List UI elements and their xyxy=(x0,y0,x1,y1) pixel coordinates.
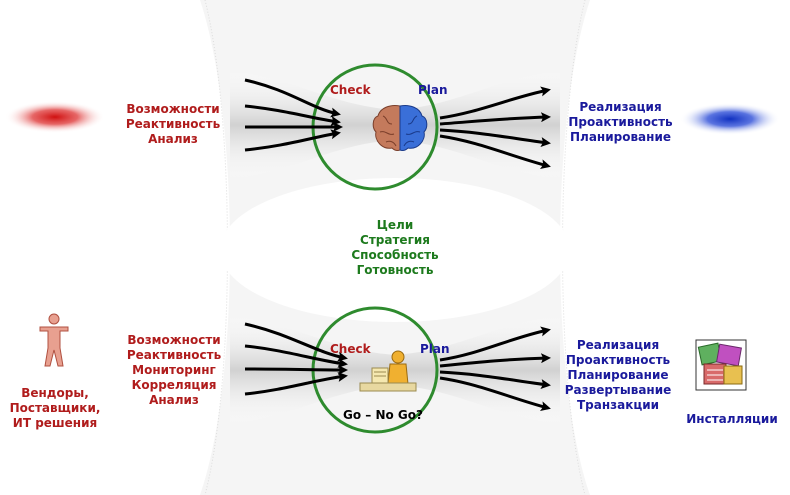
middle-label: Готовность xyxy=(356,263,434,277)
bottom-right-label: Развертывание xyxy=(564,383,672,397)
top-right-labels: Реализация Проактивность Планирование xyxy=(558,100,683,145)
top-check-label: Check xyxy=(330,83,371,97)
vendors-label: ИТ решения xyxy=(12,416,98,430)
top-input-arrows xyxy=(244,78,343,152)
top-left-label: Реактивность xyxy=(125,117,221,131)
middle-labels: Цели Стратегия Способность Готовность xyxy=(335,218,455,278)
red-glow-blob xyxy=(5,101,105,133)
top-left-label: Анализ xyxy=(148,132,198,146)
top-right-label: Планирование xyxy=(570,130,671,144)
bottom-output-arrows xyxy=(439,326,551,412)
bottom-left-label: Возможности xyxy=(127,333,221,347)
top-right-label: Проактивность xyxy=(568,115,673,129)
middle-label: Цели xyxy=(376,218,414,232)
vendors-label: Поставщики, xyxy=(9,401,101,415)
bottom-right-label: Планирование xyxy=(567,368,669,382)
top-output-arrows xyxy=(439,86,551,170)
bottom-input-arrows xyxy=(244,322,348,396)
bottom-right-label: Транзакции xyxy=(576,398,660,412)
bottom-left-label: Корреляция xyxy=(131,378,217,392)
bottom-plan-label: Plan xyxy=(420,342,450,356)
bottom-left-label: Мониторинг xyxy=(132,363,216,377)
top-left-labels: Возможности Реактивность Анализ xyxy=(118,102,228,147)
person-at-desk-icon xyxy=(359,350,417,392)
top-plan-label: Plan xyxy=(418,83,448,97)
bottom-right-label: Проактивность xyxy=(565,353,671,367)
middle-label: Способность xyxy=(351,248,439,262)
bottom-left-labels: Возможности Реактивность Мониторинг Корр… xyxy=(118,333,230,408)
top-right-label: Реализация xyxy=(579,100,662,114)
bottom-left-label: Анализ xyxy=(149,393,199,407)
bottom-right-label: Реализация xyxy=(576,338,660,352)
bottom-check-label: Check xyxy=(330,342,371,356)
blue-glow-blob xyxy=(680,103,780,135)
top-left-label: Возможности xyxy=(126,102,220,116)
installations-label: Инсталляции xyxy=(686,412,778,426)
vendors-label: Вендоры, xyxy=(21,386,89,400)
go-no-go-label: Go – No Go? xyxy=(343,408,423,422)
packages-icon xyxy=(695,339,747,391)
bottom-left-label: Реактивность xyxy=(126,348,222,362)
vendors-labels: Вендоры, Поставщики, ИТ решения xyxy=(0,386,110,431)
brain-icon xyxy=(372,105,428,151)
middle-label: Стратегия xyxy=(360,233,430,247)
human-figure-icon xyxy=(39,313,69,367)
bottom-right-labels: Реализация Проактивность Планирование Ра… xyxy=(553,338,683,413)
